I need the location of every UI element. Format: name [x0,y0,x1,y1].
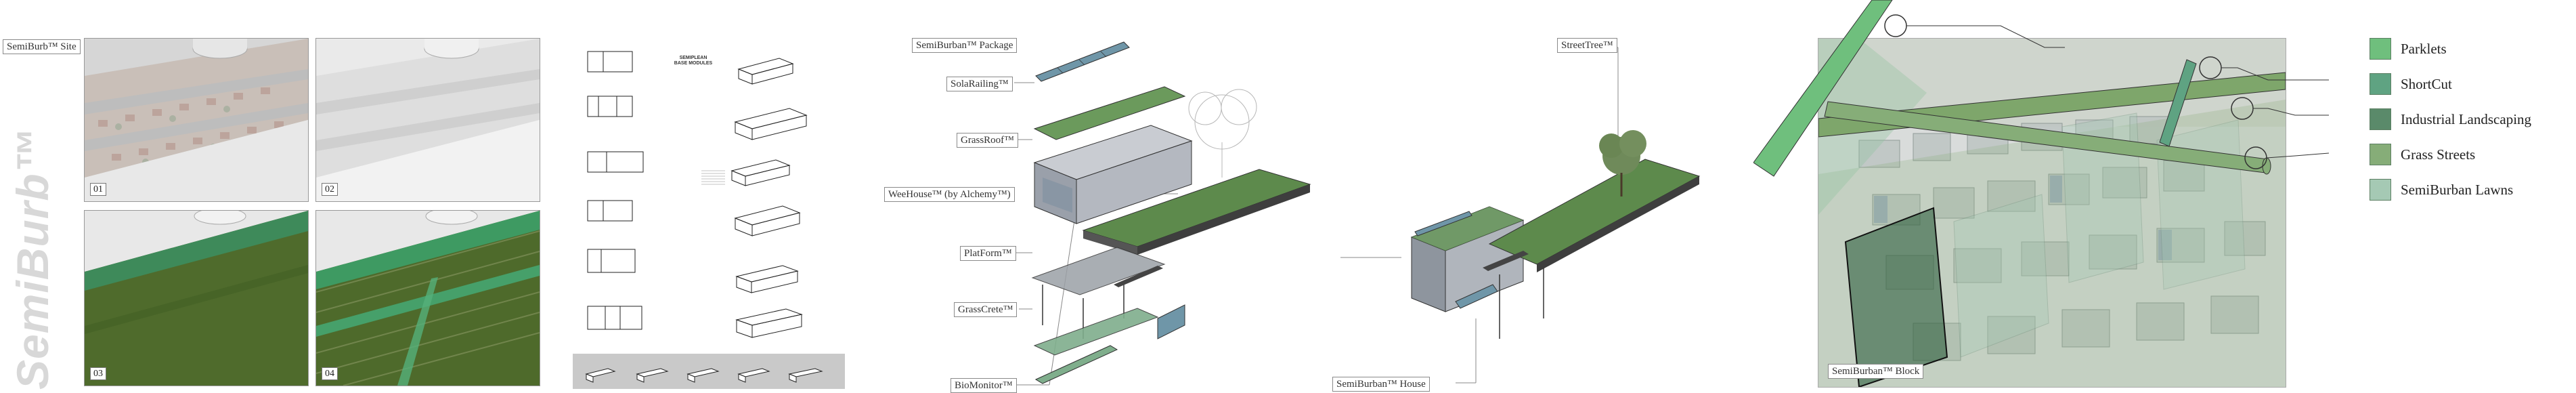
panel-number: 02 [322,183,338,196]
legend-item-shortcut: ShortCut [2370,73,2452,95]
label-platform: PlatForm™ [960,246,1016,261]
legend-swatch [2370,144,2391,165]
legend-item-grass-streets: Grass Streets [2370,144,2475,165]
legend-item-parklets: Parklets [2370,38,2447,60]
label-weehouse: WeeHouse™ (by Alchemy™) [884,187,1015,202]
site-panel-02: 02 [315,38,540,202]
site-striped-image [316,211,540,386]
site-panel-03: 03 [84,210,309,386]
legend-swatch [2370,108,2391,130]
label-biomonitor: BioMonitor™ [951,378,1017,393]
legend: Parklets ShortCut Industrial Landscaping… [2370,38,2573,214]
site-panel-01: 01 [84,38,309,202]
site-aerial-image [85,39,308,201]
block-title: SemiBurban™ Block [1828,364,1924,379]
legend-item-industrial-landscaping: Industrial Landscaping [2370,108,2531,130]
package-title: SemiBurban™ Package [912,38,1018,53]
label-grassroof: GrassRoof™ [957,133,1018,148]
site-green-image [85,211,308,386]
label-grasscrete: GrassCrete™ [954,302,1018,317]
legend-swatch [2370,179,2391,201]
legend-label: Industrial Landscaping [2401,110,2532,127]
legend-label: Grass Streets [2401,146,2476,163]
panel-number: 03 [90,367,106,380]
legend-item-semiburban-lawns: SemiBurban Lawns [2370,179,2513,201]
panel-number: 01 [90,183,106,196]
block-drawing [1818,39,2286,387]
panel-number: 04 [322,367,338,380]
catalog-drawings [573,51,845,389]
package-drawing [1009,41,1311,386]
legend-label: Parklets [2401,40,2447,57]
house-title: SemiBurban™ House [1332,377,1430,392]
legend-label: SemiBurban Lawns [2401,181,2514,198]
legend-label: ShortCut [2401,75,2452,92]
label-solarailing: SolaRailing™ [946,77,1013,91]
brand-title: SemiBurb™ [7,127,58,390]
site-panel-04: 04 [315,210,540,386]
site-clear-image [316,39,540,201]
site-label: SemiBurb™ Site [3,39,81,54]
label-streettree: StreetTree™ [1557,38,1617,53]
module-catalog: SEMIPLEAN BASE MODULES [566,35,850,389]
block-overlay-drawing [1753,0,2329,177]
catalog-heading: SEMIPLEAN BASE MODULES [674,56,713,66]
legend-swatch [2370,73,2391,95]
block-view [1818,38,2286,388]
house-drawing [1340,47,1701,384]
legend-swatch [2370,38,2391,60]
